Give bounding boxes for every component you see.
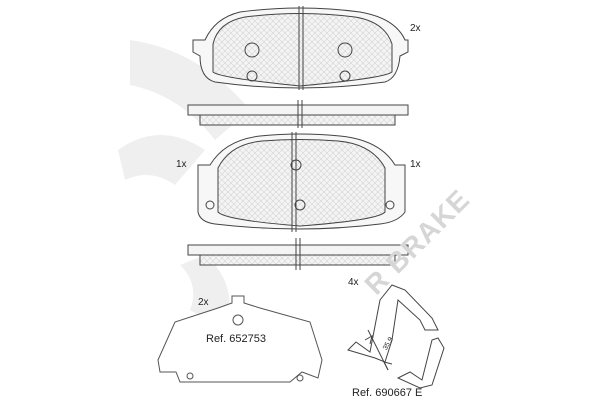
top-pad-side-view [187, 100, 409, 128]
clip-quantity: 4x [348, 277, 359, 288]
middle-pad-side-view [187, 238, 409, 270]
middle-brake-pad [197, 132, 406, 232]
clip-reference: Ref. 690667 E [352, 387, 423, 399]
shim-quantity: 2x [198, 297, 209, 308]
clip-drawing [347, 284, 445, 389]
top-brake-pad [192, 6, 409, 90]
middle-pad-right-quantity: 1x [410, 159, 421, 170]
shim-drawing [157, 295, 323, 383]
shim-reference: Ref. 652753 [206, 333, 266, 345]
middle-pad-left-quantity: 1x [176, 159, 187, 170]
top-pad-quantity: 2x [410, 23, 421, 34]
